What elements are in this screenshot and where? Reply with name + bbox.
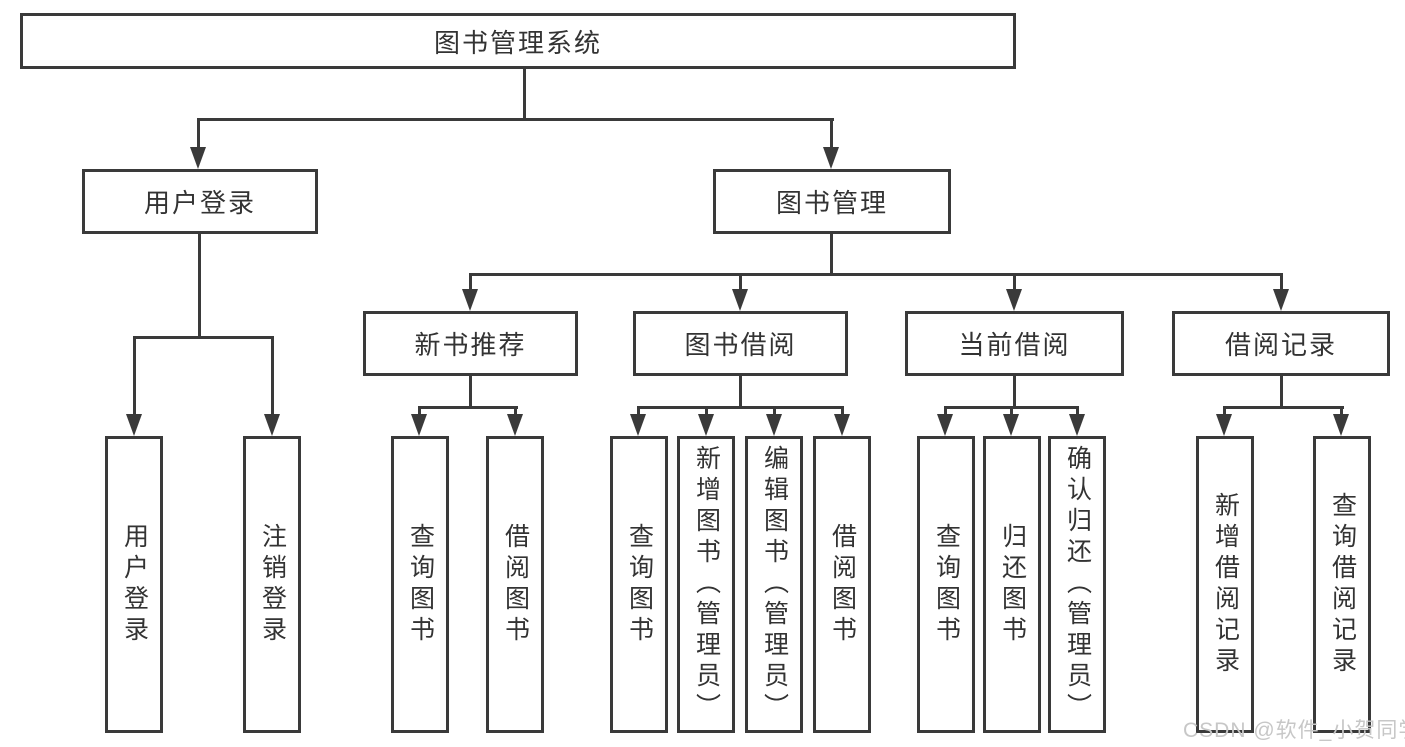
node-borrow-records: 借阅记录 <box>1172 311 1390 376</box>
leaf-return-book: 归还图书 <box>983 436 1041 733</box>
arrowhead-leaf-return-book <box>1003 414 1019 436</box>
connector-book-borrow-trunk <box>739 374 742 409</box>
connector-level1-rail <box>197 118 834 121</box>
leaf-label: 查询图书 <box>625 522 654 647</box>
node-label: 当前借阅 <box>958 330 1071 360</box>
arrowhead-leaf-add-book <box>698 414 714 436</box>
leaf-edit-book-admin: 编辑图书（管理员） <box>745 436 803 733</box>
leaf-confirm-return-admin: 确认归还（管理员） <box>1048 436 1106 733</box>
arrowhead-leaf-logout <box>264 414 280 436</box>
arrowhead-user-login <box>190 147 206 169</box>
arrowhead-leaf-query-books-2 <box>630 414 646 436</box>
leaf-label: 归还图书 <box>998 522 1027 647</box>
leaf-logout: 注销登录 <box>243 436 301 733</box>
connector-to-new-book <box>469 273 472 291</box>
leaf-borrow-books-2: 借阅图书 <box>813 436 871 733</box>
leaf-label: 编辑图书（管理员） <box>760 445 789 724</box>
leaf-query-books-1: 查询图书 <box>391 436 449 733</box>
connector-to-leaf-confirm-return <box>1076 406 1079 416</box>
connector-new-book-trunk <box>469 374 472 409</box>
leaf-label: 查询借阅记录 <box>1328 491 1357 678</box>
arrowhead-leaf-query-books-3 <box>937 414 953 436</box>
arrowhead-borrow-records <box>1273 289 1289 311</box>
node-new-book-recommend: 新书推荐 <box>363 311 578 376</box>
arrowhead-leaf-query-books-1 <box>411 414 427 436</box>
arrowhead-leaf-query-record <box>1333 414 1349 436</box>
connector-to-leaf-query-books-2 <box>637 406 640 416</box>
leaf-label: 新增借阅记录 <box>1211 491 1240 678</box>
connector-user-login-trunk <box>198 231 201 339</box>
leaf-label: 借阅图书 <box>828 522 857 647</box>
leaf-label: 注销登录 <box>258 522 287 647</box>
arrowhead-current-borrow <box>1006 289 1022 311</box>
node-book-management-system: 图书管理系统 <box>20 13 1016 69</box>
leaf-label: 查询图书 <box>932 522 961 647</box>
node-user-login: 用户登录 <box>82 169 318 234</box>
leaf-query-books-2: 查询图书 <box>610 436 668 733</box>
arrowhead-new-book <box>462 289 478 311</box>
watermark: CSDN @软件_小贺同学 <box>1183 719 1405 742</box>
leaf-label: 用户登录 <box>120 522 149 647</box>
connector-to-current-borrow <box>1013 273 1016 291</box>
connector-user-login-rail <box>133 336 274 339</box>
node-label: 新书推荐 <box>414 330 527 360</box>
node-label: 图书管理系统 <box>433 27 602 58</box>
connector-to-leaf-add-record <box>1223 406 1226 416</box>
connector-to-book-borrow <box>739 273 742 291</box>
connector-to-leaf-logout <box>271 336 274 416</box>
connector-current-borrow-trunk <box>1013 374 1016 409</box>
connector-to-user-login <box>197 118 200 150</box>
leaf-user-login: 用户登录 <box>105 436 163 733</box>
leaf-query-borrow-record: 查询借阅记录 <box>1313 436 1371 733</box>
connector-to-leaf-add-book <box>705 406 708 416</box>
leaf-add-book-admin: 新增图书（管理员） <box>677 436 735 733</box>
connector-to-book-management <box>830 118 833 150</box>
leaf-label: 借阅图书 <box>501 522 530 647</box>
connector-to-leaf-user-login <box>133 336 136 416</box>
connector-to-leaf-return-book <box>1010 406 1013 416</box>
node-current-borrow: 当前借阅 <box>905 311 1124 376</box>
node-label: 借阅记录 <box>1224 330 1337 360</box>
connector-to-leaf-borrow-books-2 <box>841 406 844 416</box>
connector-to-leaf-query-record <box>1340 406 1343 416</box>
connector-borrow-records-trunk <box>1280 374 1283 409</box>
leaf-label: 查询图书 <box>406 522 435 647</box>
node-book-borrow: 图书借阅 <box>633 311 848 376</box>
arrowhead-leaf-confirm-return <box>1069 414 1085 436</box>
arrowhead-leaf-user-login <box>126 414 142 436</box>
node-label: 用户登录 <box>143 188 256 218</box>
leaf-label: 确认归还（管理员） <box>1063 445 1092 724</box>
connector-book-borrow-rail <box>637 406 844 409</box>
leaf-add-borrow-record: 新增借阅记录 <box>1196 436 1254 733</box>
node-label: 图书管理 <box>775 188 888 218</box>
node-book-management: 图书管理 <box>713 169 951 234</box>
connector-new-book-rail <box>418 406 518 409</box>
connector-root-trunk <box>523 66 526 121</box>
arrowhead-leaf-borrow-books-2 <box>834 414 850 436</box>
node-label: 图书借阅 <box>684 330 797 360</box>
connector-book-management-trunk <box>830 231 833 276</box>
arrowhead-leaf-edit-book <box>766 414 782 436</box>
connector-to-leaf-query-books-3 <box>944 406 947 416</box>
connector-to-leaf-query-books-1 <box>418 406 421 416</box>
leaf-borrow-books-1: 借阅图书 <box>486 436 544 733</box>
connector-to-borrow-records <box>1280 273 1283 291</box>
leaf-query-books-3: 查询图书 <box>917 436 975 733</box>
connector-to-leaf-edit-book <box>773 406 776 416</box>
connector-borrow-records-rail <box>1223 406 1344 409</box>
arrowhead-book-management <box>823 147 839 169</box>
connector-level2-rail <box>469 273 1283 276</box>
arrowhead-leaf-add-record <box>1216 414 1232 436</box>
arrowhead-leaf-borrow-books-1 <box>507 414 523 436</box>
arrowhead-book-borrow <box>732 289 748 311</box>
leaf-label: 新增图书（管理员） <box>692 445 721 724</box>
connector-to-leaf-borrow-books-1 <box>514 406 517 416</box>
